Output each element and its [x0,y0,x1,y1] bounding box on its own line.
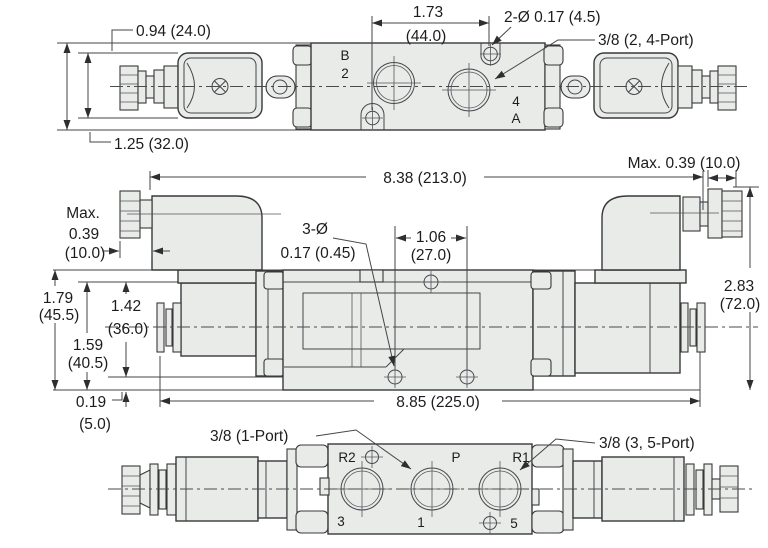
top-right-connector-box [593,52,679,119]
front-right-pilot-stack [680,302,706,353]
top-view: B 2 4 A 0.94 (24.0) 1.25 (32.0) 1.73 (44… [57,4,750,153]
dim-hole-spacing-mm: (27.0) [411,247,452,264]
bottom-view-labels: 3/8 (1-Port) 3/8 (3, 5-Port) [210,428,695,471]
dim-overall-width: 8.38 (213.0) [383,170,467,187]
dim-height-total-in: 1.79 [43,290,73,307]
dim-solenoid-width: 0.94 (24.0) [136,23,211,40]
bottom-small-hole-upper [361,446,383,468]
port-2-hole [367,56,421,110]
port-label-b: B [340,48,349,63]
top-left-connector-box [177,52,263,119]
port-label-a: A [511,111,520,126]
dim-height-body-mm: (36.0) [108,321,149,338]
top-right-fitting-icon [677,65,737,111]
port-label-r1: R1 [512,450,529,465]
port-label-p: P [451,450,460,465]
port-label-3: 3 [337,514,345,529]
top-left-ear [265,75,296,99]
dim-foot-mm: (5.0) [79,416,111,433]
dim-foot-in: 0.19 [76,394,106,411]
label-top-mount-holes: 2-Ø 0.17 (4.5) [504,9,601,26]
dim-height-right-mm: (72.0) [720,296,761,313]
dim-hole-spacing-mm: (44.0) [406,28,447,45]
bottom-right-end [531,444,739,534]
front-right-solenoid [530,188,743,377]
dim-gland-right: Max. 0.39 (10.0) [628,155,741,172]
dim-height-right-in: 2.83 [724,278,754,295]
port-label-5: 5 [510,516,518,531]
dim-height-base-mm: (40.5) [68,355,109,372]
front-right-connector-box [601,195,681,271]
bottom-view: R2 P R1 3 1 5 3/8 (1-Port) 3/8 (3, 5-Por… [108,428,752,535]
dim-end-width: 1.25 (32.0) [114,136,189,153]
label-front-mount-holes-2: 0.17 (0.45) [281,245,356,262]
top-view-dimensions: 0.94 (24.0) 1.25 (32.0) 1.73 (44.0) 2-Ø … [63,4,694,153]
top-view-parts: B 2 4 A [57,42,750,131]
front-left-solenoid [119,190,299,377]
dim-height-total-mm: (45.5) [39,307,80,324]
front-valve-body [282,269,534,391]
label-top-ports: 3/8 (2, 4-Port) [598,32,694,49]
label-port-35: 3/8 (3, 5-Port) [599,435,695,452]
dim-hole-spacing-in: 1.73 [413,4,443,21]
front-view: 8.38 (213.0) Max. 0.39 (10.0) 2.83 (72.0… [39,155,761,433]
top-left-fitting-icon [119,65,179,111]
bottom-small-hole-lower [479,512,501,534]
port-label-4: 4 [512,94,520,109]
front-left-connector-box [151,195,263,271]
dim-height-body-in: 1.42 [111,298,141,315]
front-view-parts [53,188,758,391]
front-left-gland-icon [119,190,153,239]
dim-gland-left-2: 0.39 [69,226,99,243]
front-right-gland-icon [682,188,743,239]
bottom-left-end [121,444,329,534]
top-mount-hole-upper [480,43,501,66]
dim-gland-left-3: (10.0) [65,245,106,262]
label-port-1: 3/8 (1-Port) [210,428,288,445]
label-front-mount-holes-1: 3-Ø [302,221,328,238]
port-label-1: 1 [417,515,425,530]
dim-height-base-in: 1.59 [73,337,103,354]
bottom-view-parts: R2 P R1 3 1 5 [108,443,752,535]
port-label-r2: R2 [338,450,355,465]
front-view-dimensions: 8.38 (213.0) Max. 0.39 (10.0) 2.83 (72.0… [39,155,761,433]
dim-gland-left-1: Max. [66,205,100,222]
dim-hole-spacing-in: 1.06 [416,229,446,246]
front-left-pilot-stack [156,302,182,353]
port-4-hole [442,63,496,117]
front-mount-hole-top [420,271,442,293]
top-right-ear [560,75,591,99]
port-label-2: 2 [341,66,349,81]
front-mount-hole-bottom-left [384,366,406,388]
front-mount-hole-bottom-right [456,366,478,388]
dim-overall-length: 8.85 (225.0) [396,394,480,411]
